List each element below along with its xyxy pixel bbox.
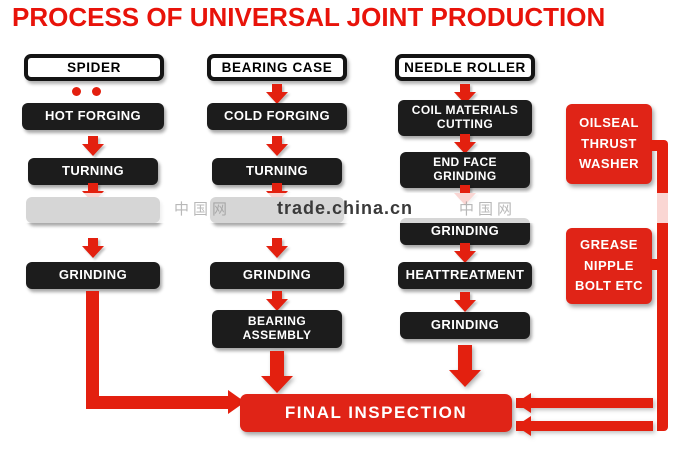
watermark-site-text: trade.china.cn	[276, 197, 414, 218]
process-box-end-face-grinding: END FACE GRINDING	[400, 152, 530, 188]
connector-dot-icon	[72, 87, 81, 96]
connector-line	[657, 140, 668, 431]
watermark-cn-left: 中国网	[173, 200, 231, 218]
connector-line	[650, 140, 662, 151]
arrow-down-icon	[454, 134, 476, 154]
watermark-cn-right: 中国网	[459, 200, 517, 218]
process-box-turning-spider: TURNING	[28, 158, 158, 185]
process-box-heattreatment: HEATTREATMENT	[398, 262, 532, 289]
column-header-bearing-case: BEARING CASE	[207, 54, 347, 81]
connector-line	[650, 259, 662, 270]
process-box-coil-materials-cutting: COIL MATERIALS CUTTING	[398, 100, 532, 136]
process-box-turning-bearing: TURNING	[212, 158, 342, 185]
process-box-hot-forging: HOT FORGING	[22, 103, 164, 130]
process-box-cold-forging: COLD FORGING	[207, 103, 347, 130]
side-box-line: NIPPLE	[584, 257, 634, 273]
side-box-line: OILSEAL	[579, 114, 639, 130]
final-inspection-box: FINAL INSPECTION	[240, 394, 512, 432]
arrow-down-icon	[82, 136, 104, 156]
arrow-left-icon	[516, 416, 653, 436]
arrow-down-icon	[261, 351, 293, 393]
side-box-grease: GREASE NIPPLE BOLT ETC	[566, 228, 652, 304]
side-box-oilseal: OILSEAL THRUST WASHER	[566, 104, 652, 184]
process-box-grinding-bearing: GRINDING	[210, 262, 344, 289]
arrow-down-icon	[454, 243, 476, 263]
connector-line	[86, 396, 228, 409]
connector-line	[86, 291, 99, 407]
arrow-down-icon	[449, 345, 481, 387]
arrow-left-icon	[516, 393, 653, 413]
arrow-down-icon	[82, 238, 104, 258]
column-header-spider: SPIDER	[24, 54, 164, 81]
arrow-down-icon	[266, 136, 288, 156]
arrow-down-icon	[266, 291, 288, 311]
column-header-needle-roller: NEEDLE ROLLER	[395, 54, 535, 81]
arrow-down-icon	[266, 238, 288, 258]
side-box-line: GREASE	[580, 236, 638, 252]
process-box-grinding-needle-2: GRINDING	[400, 312, 530, 339]
watermark-band: 中国网 trade.china.cn 中国网	[0, 193, 690, 223]
page-title: PROCESS OF UNIVERSAL JOINT PRODUCTION	[12, 2, 606, 32]
side-box-line: THRUST	[581, 135, 637, 151]
side-box-line: WASHER	[578, 156, 640, 172]
side-box-line: BOLT ETC	[574, 278, 644, 294]
process-box-grinding-spider: GRINDING	[26, 262, 160, 289]
arrow-down-icon	[454, 292, 476, 312]
arrow-down-icon	[266, 84, 288, 104]
connector-dot-icon	[92, 87, 101, 96]
process-box-bearing-assembly: BEARING ASSEMBLY	[212, 310, 342, 348]
